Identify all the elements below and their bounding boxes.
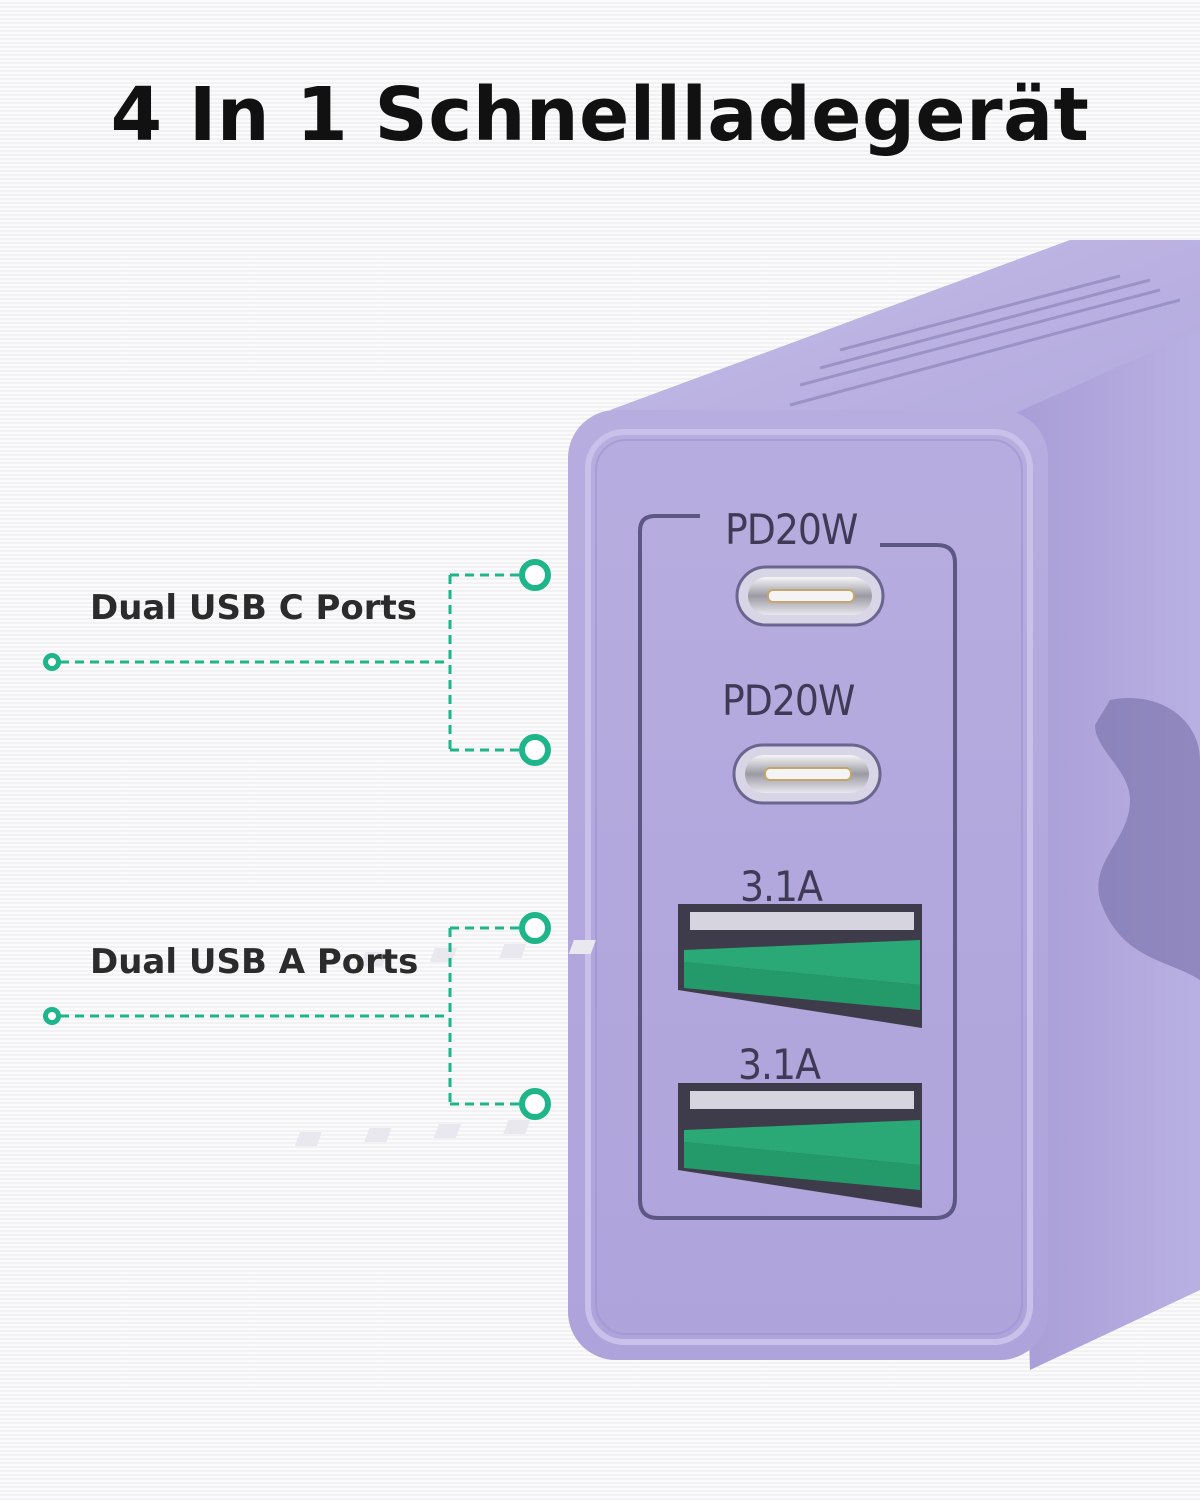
- port-frame: [638, 514, 957, 1220]
- usb-a-port-icon: [360, 904, 922, 1028]
- regulatory-text-lines: [789, 274, 1181, 407]
- usb-c-2-label: PD20W: [722, 676, 855, 725]
- usb-c-port-icon: [732, 743, 882, 805]
- usb-c-1-label: PD20W: [725, 505, 858, 554]
- connector-dot-icon: [43, 653, 61, 671]
- usb-c-callout-label: Dual USB C Ports: [90, 588, 418, 628]
- usb-c-port-icon: [735, 565, 885, 627]
- page-title: 4 In 1 Schnellladegerät: [110, 72, 1090, 158]
- usb-a-port-icon: [294, 1083, 922, 1208]
- usb-a-1-label: 3.1A: [740, 862, 823, 911]
- callout-lines: [60, 573, 522, 1106]
- charger-side-face: [1000, 330, 1200, 1370]
- connector-dot-icon: [519, 559, 551, 1120]
- brand-logo-icon: [1095, 698, 1200, 980]
- connector-dot-icon: [43, 1007, 61, 1025]
- usb-a-callout-label: Dual USB A Ports: [90, 942, 419, 982]
- usb-a-2-label: 3.1A: [738, 1040, 821, 1089]
